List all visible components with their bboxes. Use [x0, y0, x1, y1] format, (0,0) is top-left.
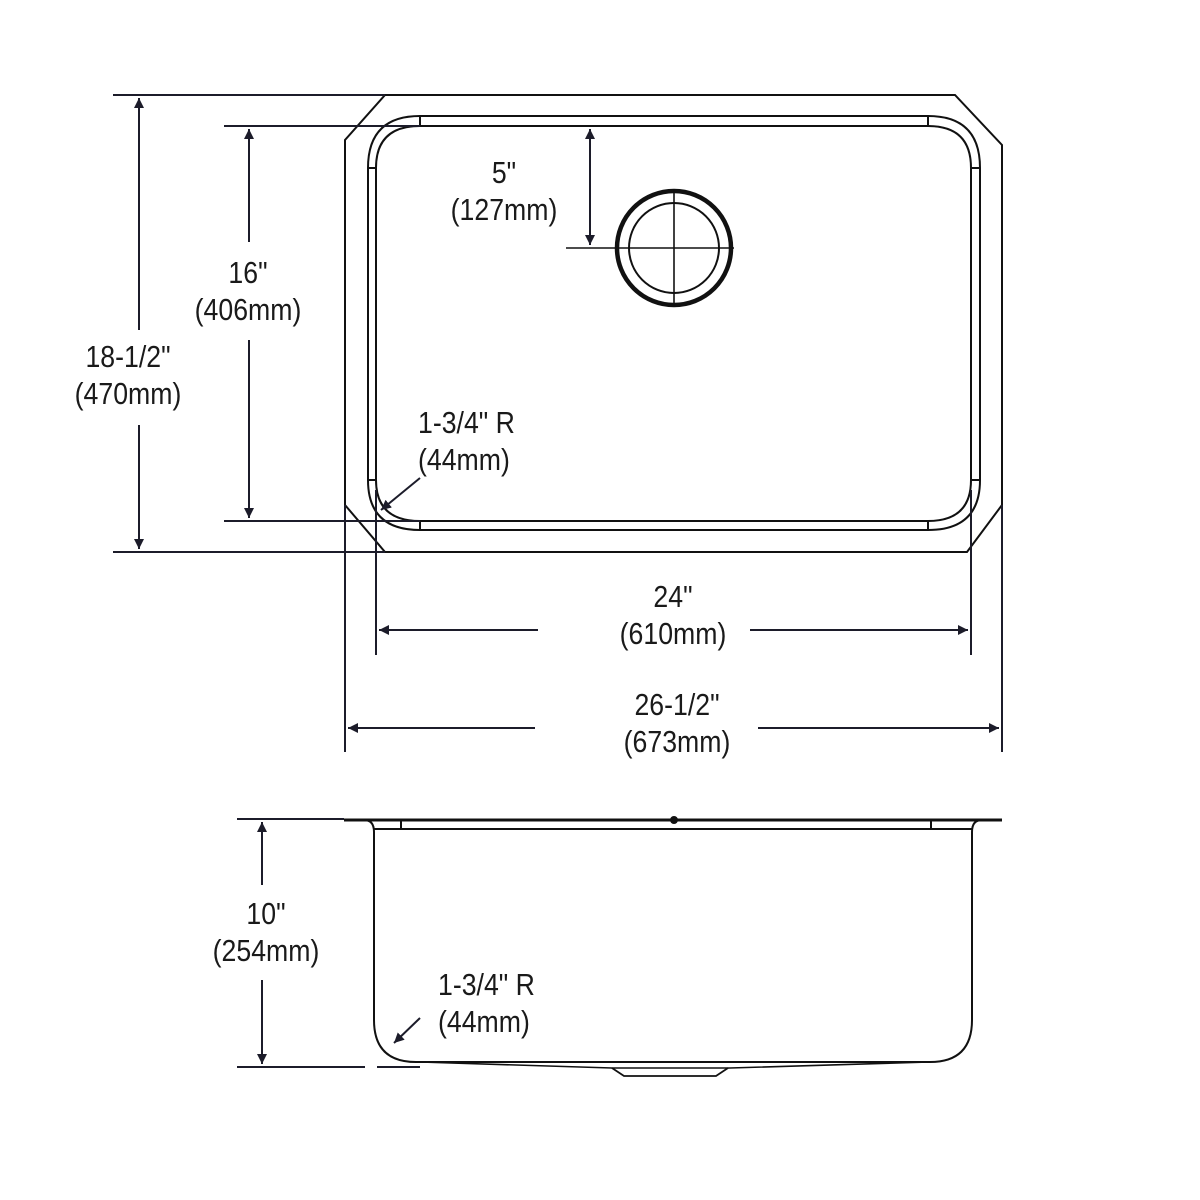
top-view: [344, 94, 1003, 553]
bowl-length-metric: (406mm): [194, 292, 302, 327]
bowl-width-imperial: 24": [653, 579, 693, 614]
corner-radius-metric-side: (44mm): [438, 1004, 530, 1039]
bowl-width-metric: (610mm): [619, 616, 727, 651]
overall-length-metric: (470mm): [74, 376, 182, 411]
depth-label: 10" (254mm): [205, 895, 327, 969]
bowl-length-label: 16" (406mm): [189, 254, 307, 328]
overall-width-metric: (673mm): [623, 724, 731, 759]
bowl-profile: [363, 819, 983, 1063]
depth-imperial: 10": [246, 896, 286, 931]
overall-width-imperial: 26-1/2": [634, 687, 720, 722]
drain-offset-metric: (127mm): [450, 192, 558, 227]
bowl-length-imperial: 16": [228, 255, 268, 290]
corner-radius-label-side: 1-3/4" R (44mm): [438, 966, 550, 1040]
corner-radius-imperial-top: 1-3/4" R: [418, 405, 515, 440]
drain-icon: [566, 188, 734, 308]
drain-offset-imperial: 5": [491, 155, 517, 190]
corner-radius-metric-top: (44mm): [418, 442, 510, 477]
side-view: [344, 816, 1002, 1077]
dimension-lines: [113, 94, 1003, 752]
outer-flange-outline: [344, 94, 1003, 553]
overall-width-label: 26-1/2" (673mm): [614, 686, 740, 760]
drain-offset-label: 5" (127mm): [448, 154, 560, 228]
bowl-width-label: 24" (610mm): [610, 578, 736, 652]
corner-radius-label-top: 1-3/4" R (44mm): [418, 404, 530, 478]
depth-metric: (254mm): [212, 933, 320, 968]
side-dimension-lines: [237, 818, 421, 1068]
corner-radius-imperial-side: 1-3/4" R: [438, 967, 535, 1002]
overall-length-imperial: 18-1/2": [85, 339, 171, 374]
overall-length-label: 18-1/2" (470mm): [67, 338, 189, 412]
drain-outlet: [611, 1067, 729, 1077]
